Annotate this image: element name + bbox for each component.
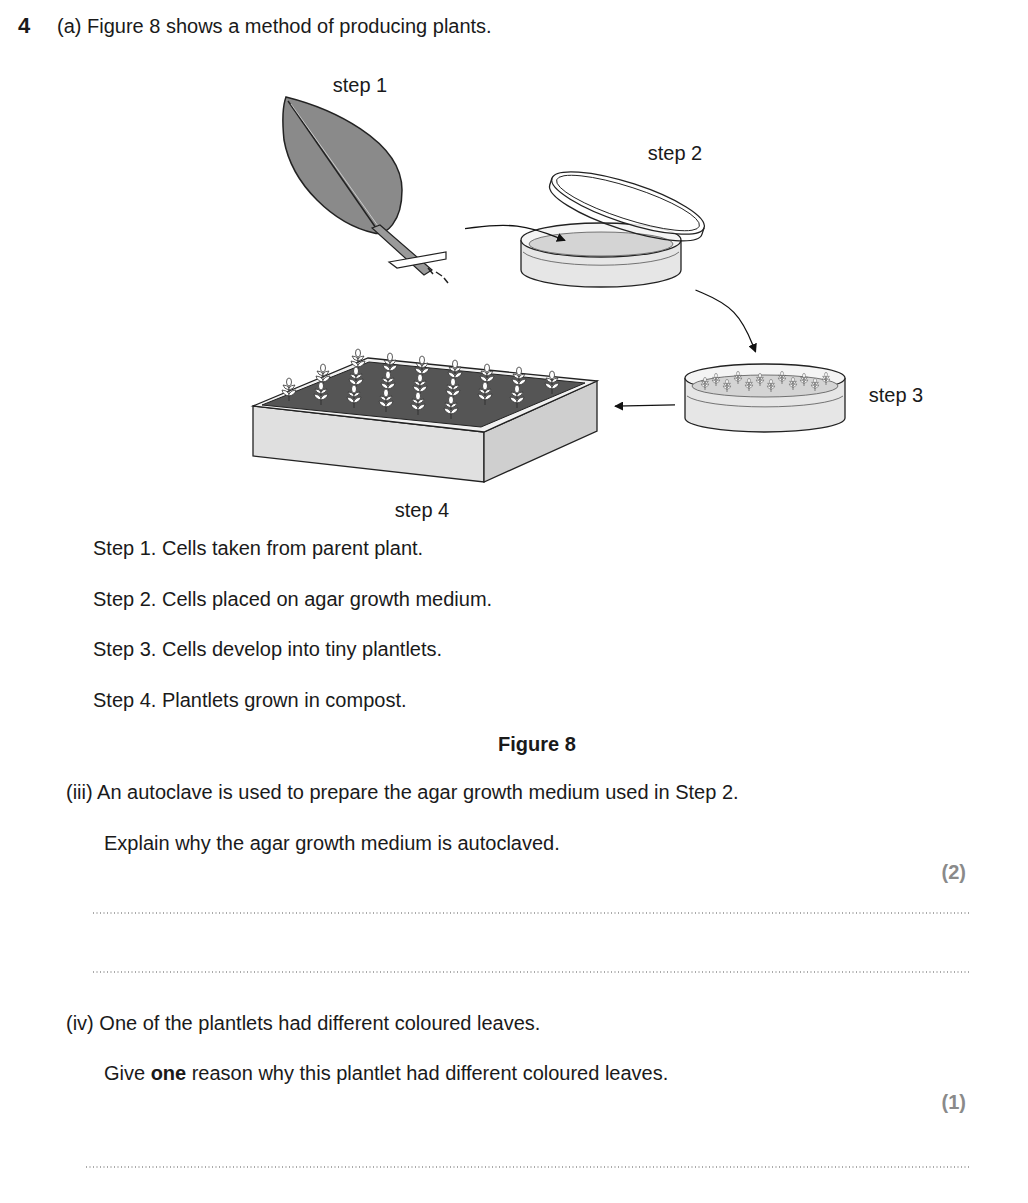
question-part: (iii) An autoclave is used to prepare th… <box>66 780 739 804</box>
step-illustration: step 1 <box>270 68 465 285</box>
question-stem: (a) Figure 8 shows a method of producing… <box>57 14 492 38</box>
question-prompt: reason why this plantlet had different c… <box>192 1061 669 1085</box>
leaf-drawing <box>283 97 448 283</box>
step-description: Step 4. Plantlets grown in compost. <box>93 688 407 712</box>
mark-allocation: (1) <box>942 1090 966 1114</box>
process-arrow <box>615 405 675 406</box>
question-prompt: Give <box>104 1061 145 1085</box>
step-label: step 4 <box>395 498 449 522</box>
step-description: Step 1. Cells taken from parent plant. <box>93 536 423 560</box>
step-description: Step 2. Cells placed on agar growth medi… <box>93 587 492 611</box>
step-description: Step 3. Cells develop into tiny plantlet… <box>93 637 442 661</box>
question-part: (iv) One of the plantlets had different … <box>66 1011 540 1035</box>
step-label: step 1 <box>333 73 387 97</box>
mark-allocation: (2) <box>942 860 966 884</box>
process-arrow <box>696 290 756 352</box>
question-number: 4 <box>18 14 30 38</box>
process-arrow <box>465 225 565 240</box>
step-illustration: step 2 <box>565 140 710 290</box>
question-prompt: Explain why the agar growth medium is au… <box>104 831 560 855</box>
step-label: step 2 <box>648 141 702 165</box>
figure-caption: Figure 8 <box>498 732 576 756</box>
petri-dish-drawing <box>521 159 710 287</box>
emphasis-word: one <box>151 1061 187 1085</box>
step-illustration: step 3 <box>675 352 935 440</box>
answer-lines <box>86 913 970 1167</box>
plantlet-dish-drawing <box>685 364 845 432</box>
step-illustration: step 4 <box>250 345 615 525</box>
compost-tray-drawing <box>253 349 597 482</box>
step-label: step 3 <box>869 383 923 407</box>
